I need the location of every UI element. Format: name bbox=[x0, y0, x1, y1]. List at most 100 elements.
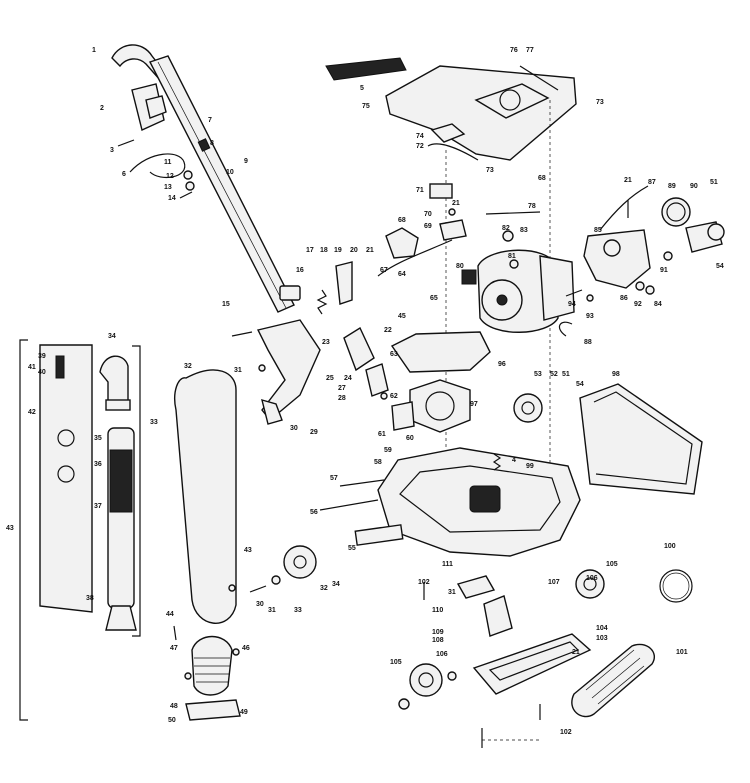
label-38: 38 bbox=[86, 595, 94, 602]
washer-106 bbox=[447, 671, 457, 681]
label-93: 93 bbox=[586, 313, 594, 320]
label-53: 53 bbox=[534, 371, 542, 378]
label-55: 55 bbox=[348, 545, 356, 552]
label-99: 99 bbox=[526, 463, 534, 470]
label-21d: 21 bbox=[572, 649, 580, 656]
label-21b: 21 bbox=[452, 200, 460, 207]
label-45: 45 bbox=[398, 313, 406, 320]
handle-assembly bbox=[111, 44, 321, 425]
bag-pin-44 bbox=[173, 625, 177, 641]
label-8: 8 bbox=[210, 140, 214, 147]
gasket-110 bbox=[456, 575, 496, 599]
label-14: 14 bbox=[168, 195, 176, 202]
label-74: 74 bbox=[416, 133, 424, 140]
label-102b: 102 bbox=[560, 729, 572, 736]
label-61: 61 bbox=[378, 431, 386, 438]
label-104: 104 bbox=[596, 625, 608, 632]
belt-ring-89 bbox=[661, 197, 691, 227]
wheel-hub-51 bbox=[398, 698, 410, 710]
handle-tube-edge bbox=[157, 61, 287, 309]
label-85: 85 bbox=[594, 227, 602, 234]
label-4: 4 bbox=[512, 457, 516, 464]
label-86: 86 bbox=[620, 295, 628, 302]
label-20: 20 bbox=[350, 247, 358, 254]
label-40: 40 bbox=[38, 369, 46, 376]
label-22: 22 bbox=[384, 327, 392, 334]
label-75: 75 bbox=[362, 103, 370, 110]
screw-15 bbox=[231, 331, 253, 337]
label-47: 47 bbox=[170, 645, 178, 652]
hood-cover bbox=[385, 65, 577, 161]
dust-bag bbox=[174, 369, 237, 624]
label-1: 1 bbox=[92, 47, 96, 54]
motor-fan-hub bbox=[496, 294, 508, 306]
label-21c: 21 bbox=[624, 177, 632, 184]
wheel-33 bbox=[283, 545, 317, 579]
elbow-34 bbox=[99, 355, 129, 405]
switch-cover bbox=[145, 95, 167, 119]
drive-assembly bbox=[565, 185, 725, 495]
spring-18 bbox=[316, 289, 328, 315]
hood-assembly bbox=[325, 57, 577, 470]
label-29: 29 bbox=[310, 429, 318, 436]
label-31b: 31 bbox=[268, 607, 276, 614]
belt-100 bbox=[659, 569, 693, 603]
lamp-socket-68 bbox=[385, 227, 419, 259]
label-48: 48 bbox=[170, 703, 178, 710]
label-37: 37 bbox=[94, 503, 102, 510]
shaft-78 bbox=[485, 211, 541, 215]
wheel-33-hub bbox=[293, 555, 307, 569]
label-51a: 51 bbox=[710, 179, 718, 186]
wheel-105a-hub bbox=[583, 577, 597, 591]
label-91: 91 bbox=[660, 267, 668, 274]
label-12: 12 bbox=[166, 173, 174, 180]
label-78: 78 bbox=[528, 203, 536, 210]
label-71: 71 bbox=[416, 187, 424, 194]
label-56: 56 bbox=[310, 509, 318, 516]
spring-4 bbox=[492, 453, 502, 471]
callout-labels: 1 2 3 4 5 6 7 8 9 10 11 12 13 14 15 16 1… bbox=[6, 47, 724, 736]
bag-bracket bbox=[19, 339, 28, 721]
label-94: 94 bbox=[568, 301, 576, 308]
bag-ring-bottom bbox=[57, 465, 75, 483]
wheel-53-hub bbox=[521, 401, 535, 415]
label-69: 69 bbox=[424, 223, 432, 230]
switch-clip bbox=[197, 138, 211, 152]
label-23: 23 bbox=[322, 339, 330, 346]
duct-24 bbox=[343, 326, 375, 372]
label-5: 5 bbox=[360, 85, 364, 92]
handle-release-lever bbox=[261, 398, 283, 425]
valve-60 bbox=[391, 401, 415, 431]
lever-19 bbox=[335, 261, 353, 305]
label-81: 81 bbox=[508, 253, 516, 260]
motor-end-bell bbox=[539, 255, 575, 321]
label-9: 9 bbox=[244, 158, 248, 165]
label-80: 80 bbox=[456, 263, 464, 270]
label-62: 62 bbox=[390, 393, 398, 400]
label-32a: 32 bbox=[184, 363, 192, 370]
label-89: 89 bbox=[668, 183, 676, 190]
label-24: 24 bbox=[344, 375, 352, 382]
hood-latch-74 bbox=[430, 123, 466, 143]
cord-hook-13 bbox=[185, 181, 195, 191]
switch-69 bbox=[439, 219, 467, 241]
fan-baffle-97 bbox=[409, 379, 471, 433]
drive-gear-85 bbox=[603, 239, 621, 257]
spring-clip-88 bbox=[558, 321, 573, 337]
label-43b: 43 bbox=[244, 547, 252, 554]
label-106a: 106 bbox=[586, 575, 598, 582]
label-21a: 21 bbox=[366, 247, 374, 254]
label-32b: 32 bbox=[320, 585, 328, 592]
label-39: 39 bbox=[38, 353, 46, 360]
label-65: 65 bbox=[430, 295, 438, 302]
base-assembly bbox=[249, 393, 693, 748]
nut-70 bbox=[448, 208, 456, 216]
nozzle-inner bbox=[488, 641, 580, 681]
label-84: 84 bbox=[654, 301, 662, 308]
washer-92 bbox=[635, 281, 645, 291]
label-98: 98 bbox=[612, 371, 620, 378]
fan-baffle-hole bbox=[425, 391, 455, 421]
bag-coupling-ribs bbox=[194, 657, 230, 683]
bag-ring-top bbox=[57, 429, 75, 447]
screw-94 bbox=[565, 289, 583, 297]
